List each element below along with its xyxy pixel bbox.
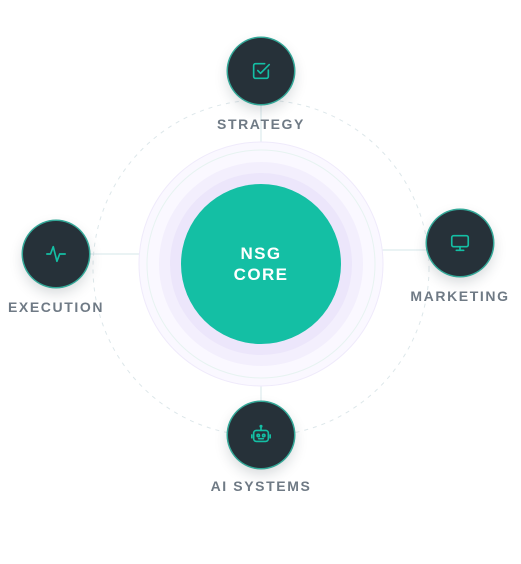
core-title-line2: CORE (233, 265, 289, 284)
node-marketing[interactable] (427, 210, 493, 276)
node-execution[interactable] (23, 221, 89, 287)
node-label-ai-systems: AI SYSTEMS (210, 478, 312, 494)
core-title-line1: NSG (240, 244, 282, 263)
pulse-icon (46, 245, 66, 263)
node-ai-systems[interactable] (228, 402, 294, 468)
robot-icon (251, 424, 271, 443)
halo-ring-1 (138, 141, 384, 387)
node-label-strategy: STRATEGY (217, 116, 305, 132)
node-strategy[interactable] (228, 38, 294, 104)
core-circle[interactable]: NSG CORE (181, 184, 341, 344)
halo-ring-2 (146, 149, 376, 379)
monitor-icon (450, 234, 470, 252)
checkbox-icon (252, 62, 271, 80)
node-label-execution: EXECUTION (7, 299, 105, 315)
node-label-marketing: MARKETING (410, 288, 510, 304)
